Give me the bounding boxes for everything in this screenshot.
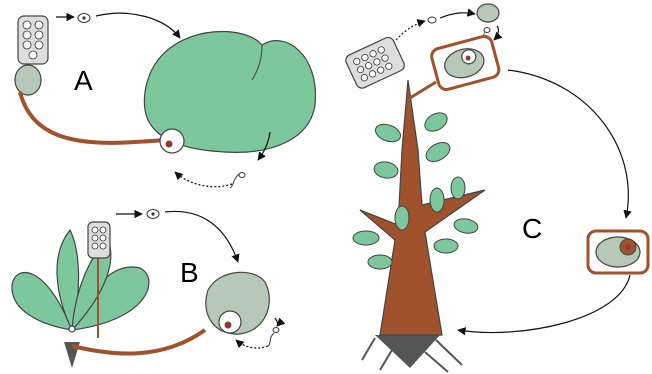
sporophyte-stalk — [20, 92, 165, 143]
panel-a: A — [15, 13, 315, 188]
panel-b: B — [12, 210, 279, 369]
ovule-box — [430, 35, 501, 92]
arrow-icon — [275, 318, 278, 326]
male-gametophyte — [477, 4, 499, 22]
arrow-icon — [96, 13, 180, 38]
panel-c: C — [344, 4, 648, 372]
archegonium — [160, 129, 184, 153]
arrow-icon — [236, 340, 268, 348]
sporophyte-foot — [15, 65, 41, 95]
panel-label-a: A — [74, 65, 93, 96]
arrow-icon — [165, 211, 238, 262]
seed-box — [588, 231, 648, 273]
sporophyte-stalk — [72, 330, 205, 354]
archegonium — [219, 311, 241, 333]
sperm-icon — [230, 173, 245, 189]
sporangium-icon — [344, 35, 406, 90]
panel-label-c: C — [522, 213, 542, 244]
sporangium-icon — [18, 16, 48, 64]
sporangium-icon — [88, 222, 110, 258]
sporophyte-tree — [360, 80, 485, 335]
arrow-icon — [440, 13, 475, 18]
panel-label-b: B — [180, 257, 199, 288]
spore-icon — [428, 17, 436, 23]
egg-icon — [225, 322, 232, 329]
arrow-icon — [458, 275, 630, 333]
arrow-icon — [508, 70, 628, 218]
arrow-icon — [175, 172, 232, 187]
arrow-icon — [396, 21, 425, 40]
egg-icon — [166, 141, 173, 148]
sperm-icon — [268, 328, 279, 347]
arrow-icon — [494, 26, 498, 40]
